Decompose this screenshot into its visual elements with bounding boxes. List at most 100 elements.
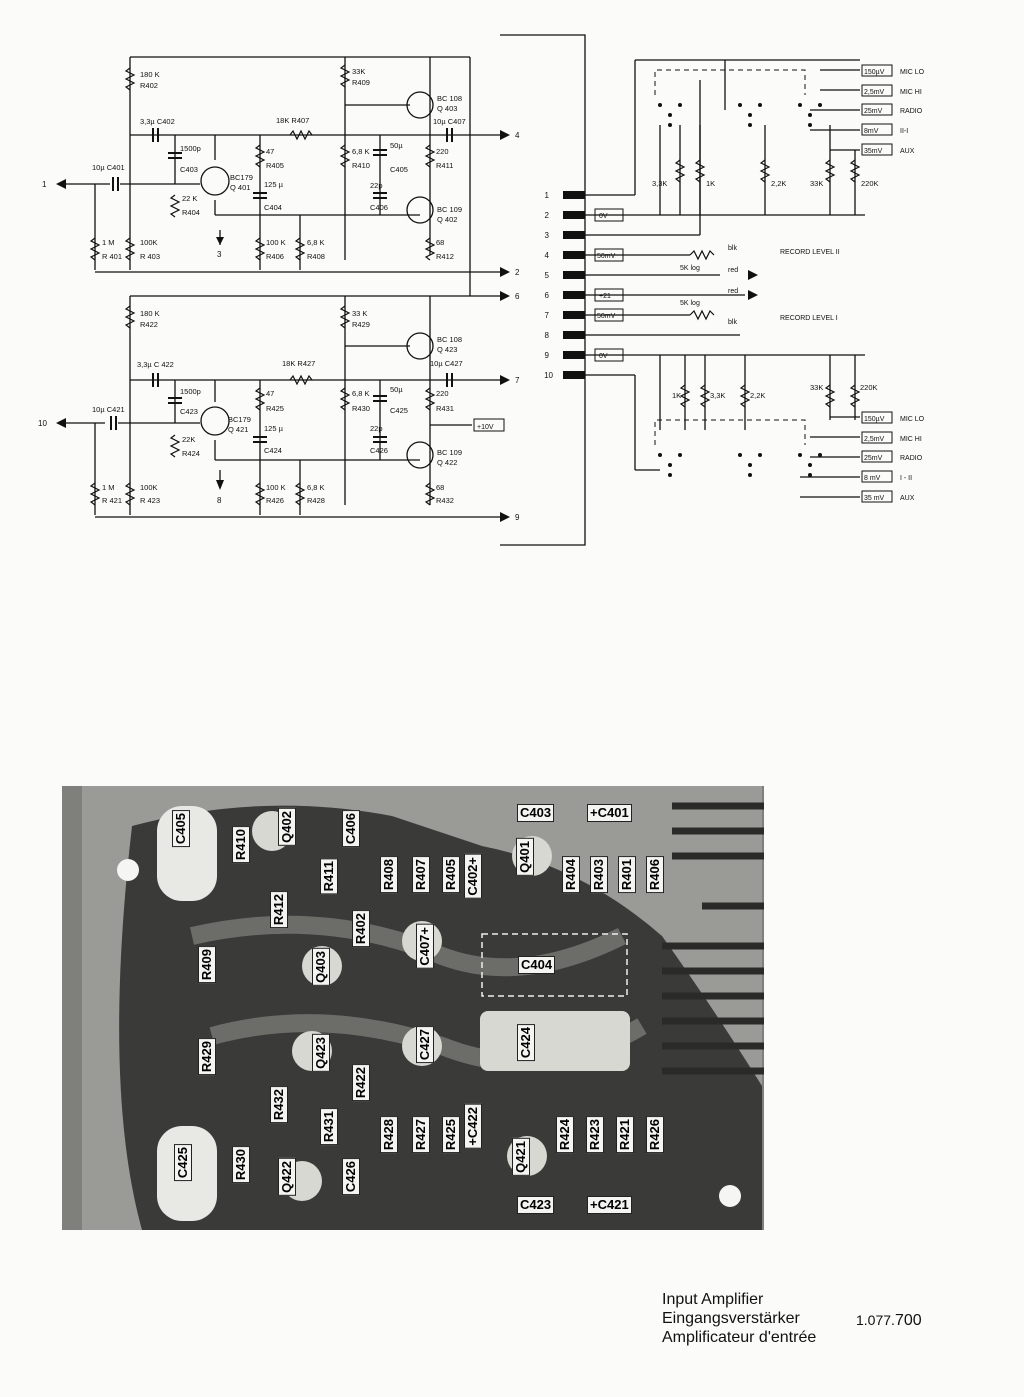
r402-value: 180 K (140, 70, 160, 79)
pin-number: 10 (544, 371, 553, 380)
pin-number: 3 (545, 231, 550, 240)
pin-level-labels: 0V 50mV +21 50mV 0V (597, 213, 616, 360)
caption-english: Input Amplifier (662, 1291, 764, 1308)
r431-value: 220 (436, 389, 449, 398)
switch-contacts (658, 103, 822, 477)
pot-function: RECORD LEVEL II (780, 249, 840, 256)
c425-ref: C425 (390, 406, 408, 415)
doc-number-prefix: 1.077. (856, 1312, 895, 1328)
supply-label: +10V (477, 424, 494, 431)
pcb-label: C425 (174, 1144, 192, 1182)
node-labels: 1 4 3 2 6 10 7 8 9 (38, 131, 520, 522)
pin-level: 0V (599, 213, 608, 220)
pot-value: 5K log (680, 265, 700, 272)
transistor-q423 (406, 332, 434, 360)
caption-block: Input Amplifier Eingangsverstärker Ampli… (662, 1290, 816, 1347)
c423-value: 1500p (180, 387, 201, 396)
pcb-label: Q421 (512, 1138, 530, 1176)
r406-value: 100 K (266, 238, 286, 247)
pcb-label: R410 (232, 826, 250, 864)
r411-value: 220 (436, 147, 449, 156)
source-name: RADIO (900, 455, 923, 462)
sel-lower-res: 3,3K (710, 391, 725, 400)
pcb-label: R412 (270, 891, 288, 929)
c426-ref: C426 (370, 446, 388, 455)
r405-ref: R405 (266, 161, 284, 170)
r426-value: 100 K (266, 483, 286, 492)
r404-value: 22 K (182, 194, 197, 203)
node-rail-lower: 9 (515, 513, 520, 522)
r422-value: 180 K (140, 309, 160, 318)
source-level: 25mV (864, 108, 883, 115)
sel-upper-res: 2,2K (771, 179, 786, 188)
r430-ref: R430 (352, 404, 370, 413)
pcb-label: Q423 (312, 1034, 330, 1072)
c424-value: 125 µ (264, 424, 284, 433)
document-number: 1.077.700 (856, 1312, 922, 1330)
source-name: AUX (900, 148, 915, 155)
source-level: 2,5mV (864, 89, 885, 96)
pcb-label: R424 (556, 1116, 574, 1154)
r405-value: 47 (266, 147, 274, 156)
pcb-label: +C401 (587, 804, 632, 822)
r401-ref: R 401 (102, 252, 122, 261)
r431-ref: R431 (436, 404, 454, 413)
r424-value: 22K (182, 435, 195, 444)
r425-ref: R425 (266, 404, 284, 413)
pcb-label: R427 (412, 1116, 430, 1154)
pcb-label: C402+ (464, 854, 482, 899)
q423-type: BC 108 (437, 335, 462, 344)
pot-wire: blk (728, 245, 737, 252)
pcb-label: R422 (352, 1064, 370, 1102)
r402-ref: R402 (140, 81, 158, 90)
r425-value: 47 (266, 389, 274, 398)
node-feed: 6 (515, 292, 520, 301)
pcb-label: Q403 (312, 948, 330, 986)
q401-ref: Q 401 (230, 183, 250, 192)
c425-value: 50µ (390, 385, 403, 394)
q403-ref: Q 403 (437, 104, 457, 113)
pin-number: 2 (545, 211, 550, 220)
c406-value: 22p (370, 181, 383, 190)
c423-ref: C423 (180, 407, 198, 416)
input-amplifier-schematic: 180 K R402 33K R409 3,3µ C402 18K R407 1… (38, 34, 925, 546)
pcb-label: R426 (646, 1116, 664, 1154)
r428-ref: R428 (307, 496, 325, 505)
r422-ref: R422 (140, 320, 158, 329)
r404-ref: R404 (182, 208, 200, 217)
pcb-label: R407 (412, 856, 430, 894)
pcb-art (62, 786, 764, 1230)
source-name: MIC HI (900, 89, 922, 96)
transistor-q403 (406, 91, 434, 119)
connector-pin-numbers: 1 2 3 4 5 6 7 8 9 10 (544, 191, 553, 380)
node-out-lower: 7 (515, 376, 520, 385)
pcb-label: R404 (562, 856, 580, 894)
q421-type: BC179 (228, 415, 251, 424)
switch-linkage (654, 69, 806, 445)
r410-value: 6,8 K (352, 147, 370, 156)
r406-ref: R406 (266, 252, 284, 261)
q401-type: BC179 (230, 173, 253, 182)
pot-wire: red (728, 267, 738, 274)
r407-label: 18K R407 (276, 116, 309, 125)
sel-upper-res: 220K (861, 179, 879, 188)
pin-number: 5 (545, 271, 550, 280)
transistor-q402 (406, 196, 434, 224)
node-rail-upper: 2 (515, 268, 520, 277)
pin-number: 1 (545, 191, 550, 200)
pcb-label: +C421 (587, 1196, 632, 1214)
c427-label: 10µ C427 (430, 359, 463, 368)
pin-number: 7 (545, 311, 550, 320)
c406-ref: C406 (370, 203, 388, 212)
pcb-label: R425 (442, 1116, 460, 1154)
node-gnd-upper: 3 (217, 250, 222, 259)
c404-ref: C404 (264, 203, 282, 212)
source-level: 150µV (864, 69, 885, 76)
r412-ref: R412 (436, 252, 454, 261)
c402-label: 3,3µ C402 (140, 117, 175, 126)
caption-german: Eingangsverstärker (662, 1310, 800, 1327)
sel-upper-res: 1K (706, 179, 715, 188)
source-labels: 150µV MIC LO 2,5mV MIC HI 25mV RADIO 8mV… (864, 69, 925, 502)
r411-ref: R411 (436, 161, 453, 170)
transistors (200, 91, 434, 469)
